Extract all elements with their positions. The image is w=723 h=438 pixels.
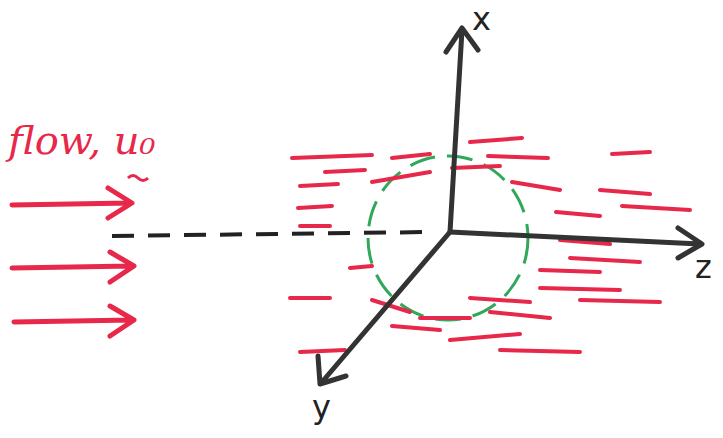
streamlines [290, 138, 690, 352]
flow-arrow [14, 306, 134, 336]
z-axis [450, 228, 702, 258]
flow-arrows [12, 188, 134, 336]
flow-arrow [12, 252, 134, 282]
y-axis [318, 232, 450, 384]
centre-line [112, 232, 430, 236]
axis-label: z [695, 250, 712, 285]
axis-label: x [472, 2, 491, 37]
axes [318, 28, 702, 384]
vector-tilde [128, 176, 148, 181]
flow-label: flow, u₀ [8, 118, 155, 162]
axis-label: y [312, 390, 331, 425]
x-axis [446, 28, 478, 232]
flow-arrow [12, 188, 132, 218]
